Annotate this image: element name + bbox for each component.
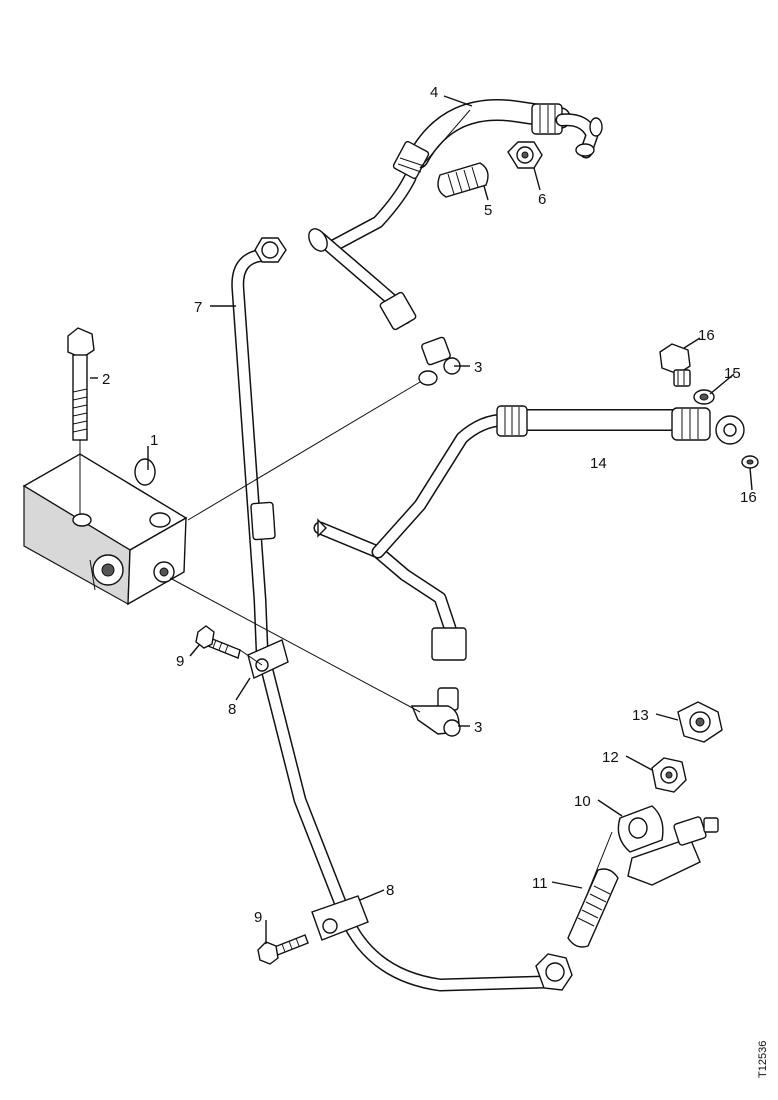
callout-14: 14 <box>590 455 607 472</box>
callout-2: 2 <box>102 371 110 388</box>
callout-5: 5 <box>484 202 492 219</box>
callout-8-lower: 8 <box>386 882 394 899</box>
union-part-13 <box>677 701 723 743</box>
washer-part-16-lower <box>741 455 759 469</box>
sleeve-part-11 <box>567 868 619 948</box>
callout-3-upper: 3 <box>474 359 482 376</box>
callout-labels: 1 2 3 3 4 5 6 7 8 8 9 9 10 11 12 13 14 1… <box>102 84 757 926</box>
upper-connecting-pipe <box>308 228 417 331</box>
callout-4: 4 <box>430 84 438 101</box>
fitting-part-3-lower <box>410 687 461 737</box>
sleeve-part-5 <box>437 162 489 198</box>
callout-1: 1 <box>150 432 158 449</box>
bracket-part-10 <box>617 805 719 886</box>
leader-lines <box>90 95 753 944</box>
pipe-part-14 <box>313 405 745 661</box>
bolt-part-16-upper <box>659 343 691 387</box>
nut-part-6 <box>507 141 543 169</box>
washer-part-15 <box>693 389 715 405</box>
callout-9-upper: 9 <box>176 653 184 670</box>
fitting-part-3-upper <box>418 336 461 386</box>
valve-block-part-1 <box>22 453 188 606</box>
callout-16-lower: 16 <box>740 489 757 506</box>
reference-code: T12536 <box>757 1041 769 1078</box>
callout-11: 11 <box>532 875 548 892</box>
bolt-part-9-upper <box>195 625 241 659</box>
pipe-part-7 <box>231 237 573 992</box>
callout-7: 7 <box>194 299 202 316</box>
callout-8-upper: 8 <box>228 701 236 718</box>
callout-10: 10 <box>574 793 591 810</box>
bolt-part-2 <box>67 327 95 515</box>
callout-13: 13 <box>632 707 649 724</box>
callout-6: 6 <box>538 191 546 208</box>
callout-15: 15 <box>724 365 741 382</box>
clamp-part-8-lower <box>311 895 369 941</box>
assembly-guide-lines <box>169 109 613 913</box>
callout-16-upper: 16 <box>698 327 715 344</box>
callout-12: 12 <box>602 749 619 766</box>
callout-9-lower: 9 <box>254 909 262 926</box>
upper-hose-assembly <box>328 98 603 252</box>
nut-part-12 <box>651 757 687 793</box>
callout-3-lower: 3 <box>474 719 482 736</box>
clamp-part-8-upper <box>247 639 289 679</box>
bolt-part-9-lower <box>257 934 309 965</box>
